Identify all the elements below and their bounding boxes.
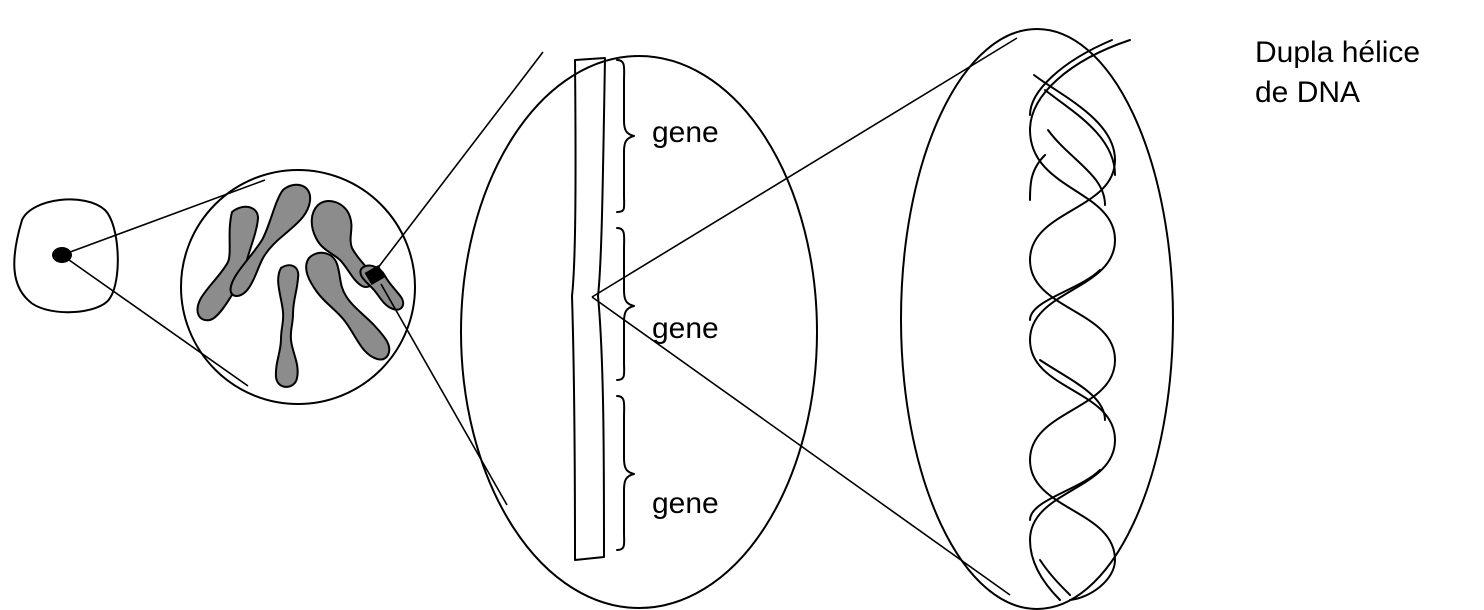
cell [13,198,119,314]
chromosome [274,264,300,388]
dna-title-line1: Dupla hélice [1255,36,1420,69]
gene-ellipse: gene gene gene [460,55,818,609]
chromosome-strand [571,57,606,561]
zoom-lines-gene-to-dna [591,37,1018,596]
gene-bracket-2 [616,227,635,381]
gene-bracket-3 [616,395,635,551]
selected-chromosome-segment [364,264,386,286]
zoom-lines-chromosome-to-genes [373,51,544,506]
chromosome-circle [180,169,416,405]
chromosome [305,251,391,361]
gene-label-1: gene [652,116,719,149]
gene-label-3: gene [652,487,719,520]
zoom-lines-cell-to-nucleus [61,179,266,387]
chromosome [229,183,312,297]
gene-bracket-1 [616,59,635,213]
dna-title-line2: de DNA [1255,76,1360,109]
gene-label-2: gene [652,312,719,345]
dna-ellipse [900,28,1174,610]
dna-double-helix [1029,39,1131,601]
chromosome [196,205,259,322]
